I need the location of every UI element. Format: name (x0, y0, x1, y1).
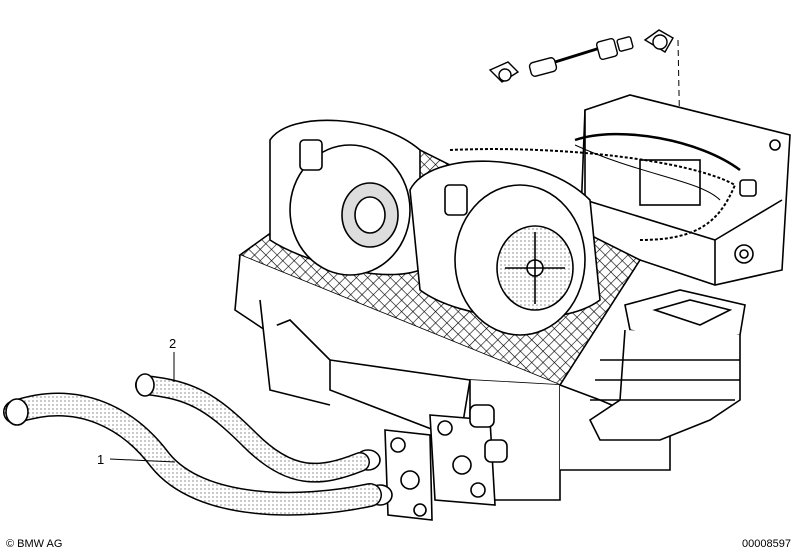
control-knob-assembly (488, 29, 683, 251)
flange-connectors (355, 404, 508, 521)
control-panel-housing (449, 94, 791, 286)
callout-2: 2 (169, 336, 176, 351)
blower-fan-left (269, 119, 421, 276)
callout-line-1 (109, 458, 176, 463)
document-number: 00008597 (742, 538, 791, 550)
air-duct (588, 289, 746, 441)
copyright-text: © BMW AG (6, 538, 63, 550)
callout-1: 1 (97, 452, 104, 467)
hose-2-end (135, 373, 155, 397)
blower-fan-right (409, 160, 601, 336)
hose-1-end (5, 398, 29, 426)
